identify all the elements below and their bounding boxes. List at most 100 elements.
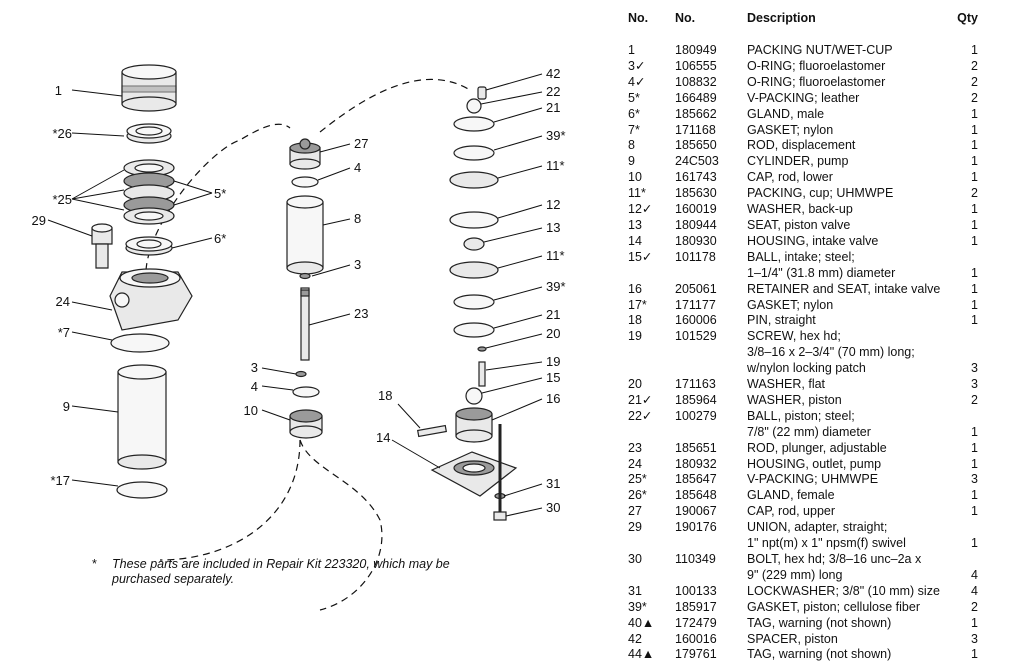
- row-part-no: 160006: [675, 313, 717, 328]
- part-3-o-ring-lower: [295, 370, 307, 378]
- row-ref-no: 22✓: [628, 408, 653, 423]
- row-ref-no: 15✓: [628, 249, 653, 264]
- callout-3-lower: 3: [251, 360, 258, 375]
- row-description: UNION, adapter, straight;: [747, 520, 888, 535]
- row-description: w/nylon locking patch: [747, 361, 866, 376]
- row-description: 9" (229 mm) long: [747, 567, 843, 582]
- row-ref-no: 9: [628, 154, 635, 169]
- part-15-intake-ball: [465, 387, 483, 405]
- row-part-no: 185630: [675, 186, 717, 201]
- row-ref-no: 6*: [628, 106, 640, 121]
- row-qty: 2: [971, 74, 978, 89]
- row-qty: 1: [971, 536, 978, 551]
- part-6-gland: [125, 236, 173, 256]
- row-ref-no: 18: [628, 313, 642, 328]
- row-part-no: 180949: [675, 43, 717, 57]
- callout-23: 23: [354, 306, 368, 321]
- row-qty: 3: [971, 361, 978, 376]
- row-description: LOCKWASHER; 3/8" (10 mm) size: [747, 583, 940, 598]
- table-row: 1" npt(m) x 1" npsm(f) swivel 1: [628, 536, 988, 552]
- repair-kit-note: * These parts are included in Repair Kit…: [92, 557, 452, 587]
- row-qty: 1: [971, 440, 978, 455]
- callout-11-upper: 11*: [546, 158, 565, 173]
- part-21-washer-upper: [453, 116, 495, 132]
- row-ref-no: 14: [628, 233, 642, 248]
- row-qty: 1: [971, 122, 978, 137]
- row-ref-no: [628, 568, 675, 584]
- table-row: 3/8–16 x 2–3/4" (70 mm) long;: [628, 345, 988, 361]
- row-ref-no: 16: [628, 281, 642, 296]
- table-header: No. No. Description Qty: [628, 9, 988, 27]
- row-description: GLAND, male: [747, 106, 825, 121]
- row-qty: 2: [971, 392, 978, 407]
- row-description: SPACER, piston: [747, 631, 838, 646]
- part-1-packing-nut: [121, 64, 177, 112]
- row-qty: 2: [971, 90, 978, 105]
- row-description: CAP, rod, lower: [747, 170, 833, 185]
- row-description: 3/8–16 x 2–3/4" (70 mm) long;: [747, 345, 915, 360]
- row-qty: 1: [971, 106, 978, 121]
- row-part-no: 101178: [675, 249, 716, 264]
- row-ref-no: 44▲: [628, 647, 655, 662]
- part-21-washer-lower: [453, 322, 495, 338]
- part-16-retainer-seat: [455, 407, 493, 443]
- row-part-no: 185651: [675, 440, 717, 455]
- row-description: ROD, displacement: [747, 138, 856, 153]
- row-ref-no: [628, 425, 675, 441]
- row-qty: 1: [971, 170, 978, 185]
- row-ref-no: 20: [628, 377, 642, 392]
- row-qty: 1: [971, 297, 978, 312]
- callout-9: 9: [63, 399, 70, 414]
- row-part-no: 106555: [675, 58, 717, 73]
- row-ref-no: 11*: [628, 186, 646, 201]
- row-qty: 3: [971, 377, 978, 392]
- row-qty: 2: [971, 599, 978, 614]
- row-qty: 4: [971, 583, 978, 598]
- row-qty: 1: [971, 217, 978, 232]
- row-description: SEAT, piston valve: [747, 217, 851, 232]
- callout-16: 16: [546, 391, 560, 406]
- row-part-no: 24C503: [675, 154, 719, 169]
- row-part-no: 101529: [675, 329, 717, 344]
- row-description: BALL, piston; steel;: [747, 408, 855, 423]
- callout-15: 15: [546, 370, 560, 385]
- row-description: V-PACKING; UHMWPE: [747, 472, 879, 487]
- row-qty: [952, 409, 988, 425]
- row-part-no: [675, 361, 747, 377]
- row-qty: 4: [971, 567, 978, 582]
- row-part-no: 108832: [675, 74, 717, 89]
- row-ref-no: 5*: [628, 90, 640, 105]
- row-ref-no: 29: [628, 520, 642, 535]
- row-description: 1" npt(m) x 1" npsm(f) swivel: [747, 536, 906, 551]
- row-description: GASKET, piston; cellulose fiber: [747, 599, 920, 614]
- callout-8: 8: [354, 211, 361, 226]
- callout-24: 24: [56, 294, 70, 309]
- row-part-no: 161743: [675, 170, 717, 185]
- row-part-no: 160016: [675, 631, 717, 646]
- row-qty: 1: [971, 154, 978, 169]
- row-ref-no: 1: [628, 43, 635, 57]
- callout-19: 19: [546, 354, 560, 369]
- row-ref-no: 4✓: [628, 74, 646, 89]
- row-ref-no: 13: [628, 217, 642, 232]
- row-ref-no: 12✓: [628, 202, 653, 217]
- part-4-o-ring-upper: [291, 176, 319, 188]
- callout-3-upper: 3: [354, 257, 361, 272]
- callout-5: 5*: [214, 186, 226, 201]
